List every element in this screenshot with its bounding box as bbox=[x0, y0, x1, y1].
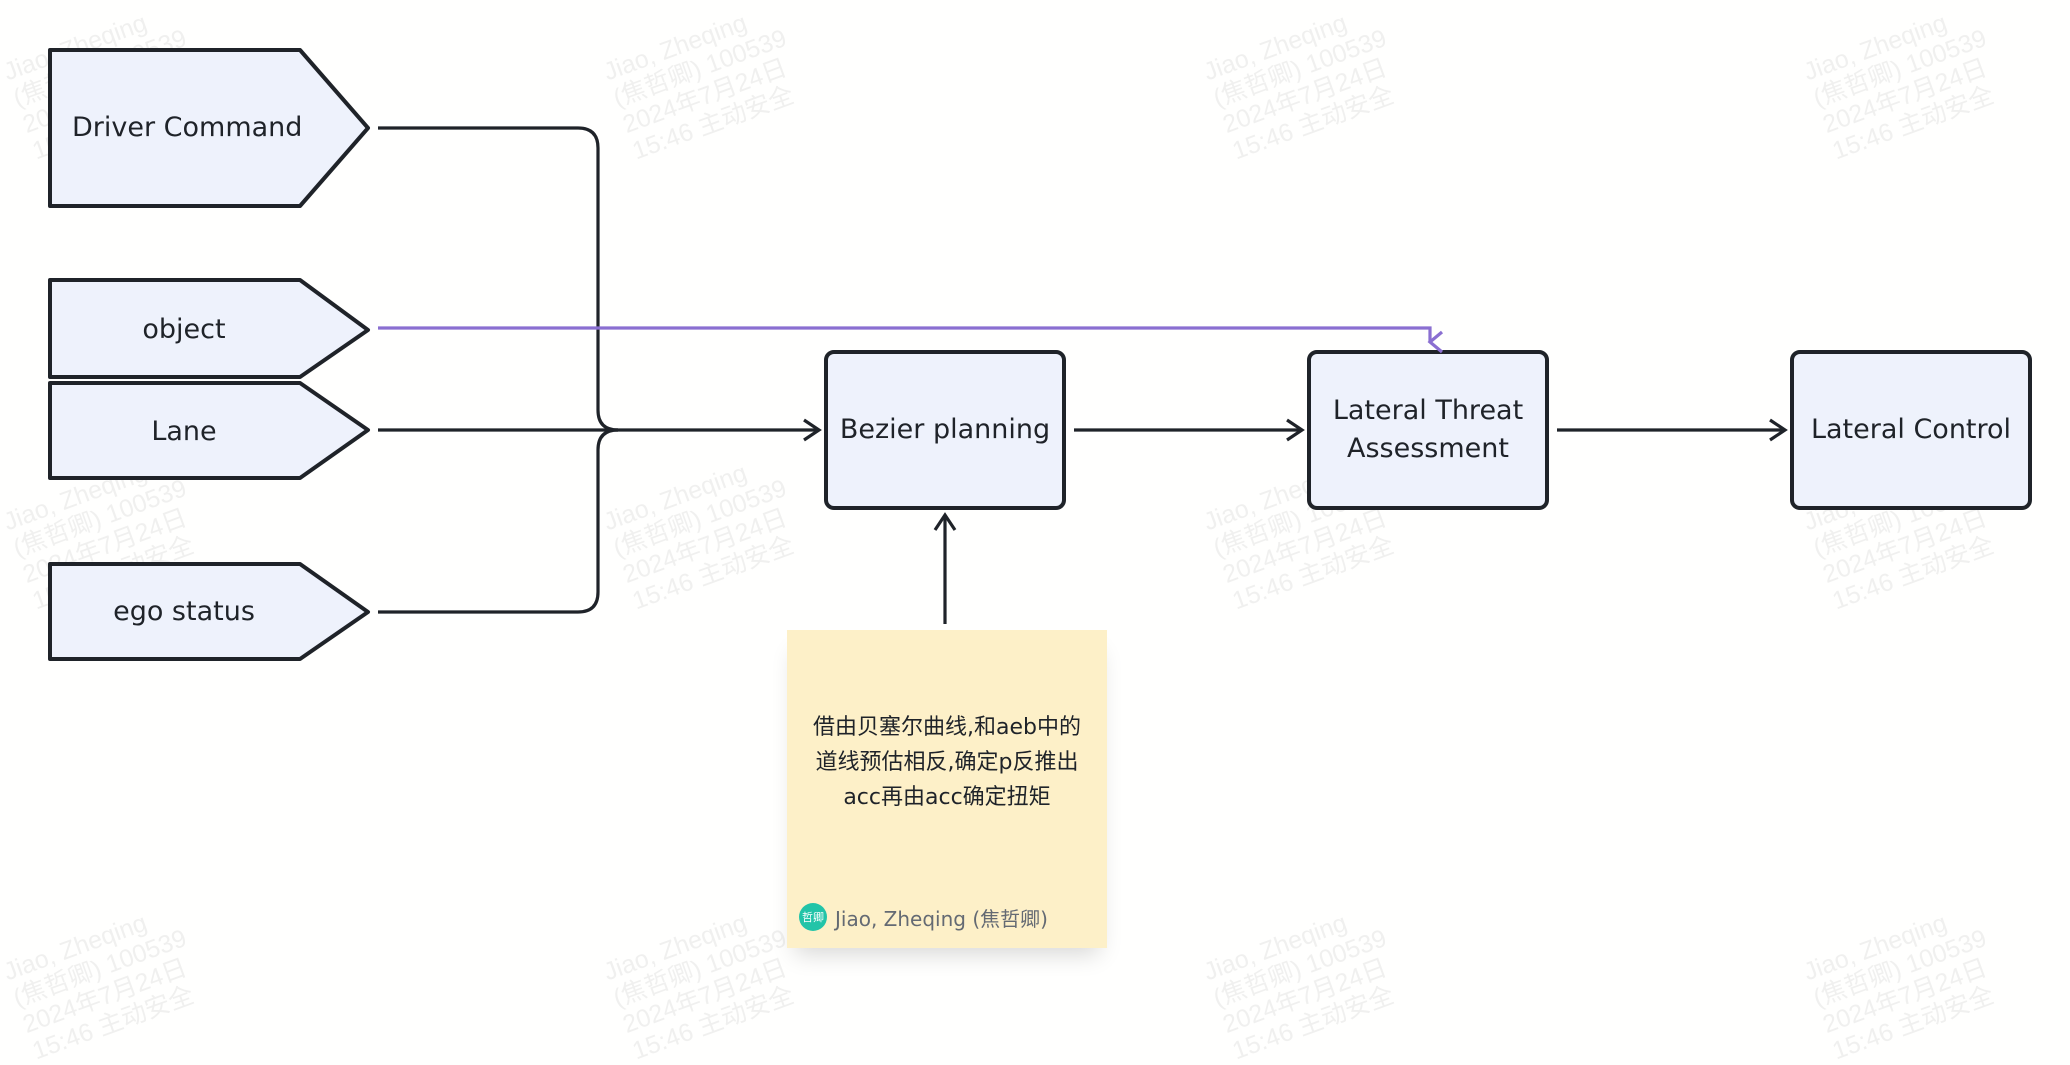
bezier-planning-label: Bezier planning bbox=[839, 414, 1051, 445]
driver-command-label: Driver Command bbox=[72, 112, 303, 143]
ego-status-connector[interactable] bbox=[378, 428, 619, 614]
ego-status-label: ego status bbox=[113, 596, 255, 627]
object-label: object bbox=[142, 314, 226, 345]
sticky-note[interactable]: 借由贝塞尔曲线,和aeb中的 道线预估相反,确定p反推出 acc再由acc确定扭… bbox=[787, 630, 1107, 948]
author-name: Jiao, Zheqing (焦哲卿) bbox=[835, 906, 1048, 931]
lateral-threat-assessment-label: Lateral Threat Assessment bbox=[1332, 395, 1524, 464]
object-connector[interactable] bbox=[378, 326, 1444, 354]
lateral-control-block[interactable] bbox=[1790, 350, 2032, 510]
ego-status-shape[interactable] bbox=[48, 562, 370, 661]
driver-command-connector[interactable] bbox=[378, 126, 619, 432]
sticky-note-text: 借由贝塞尔曲线,和aeb中的 道线预估相反,确定p反推出 acc再由acc确定扭… bbox=[813, 715, 1081, 810]
driver-command-shape[interactable] bbox=[48, 48, 370, 208]
object-shape[interactable] bbox=[48, 278, 370, 379]
lane-label: Lane bbox=[151, 416, 217, 447]
lateral-control-label: Lateral Control bbox=[1810, 414, 2012, 445]
bezier-planning-block[interactable] bbox=[824, 350, 1066, 510]
author-avatar: 哲卿 bbox=[799, 903, 827, 931]
lane-shape[interactable] bbox=[48, 381, 370, 480]
sticky-note-author: 哲卿 Jiao, Zheqing (焦哲卿) bbox=[799, 902, 1048, 932]
